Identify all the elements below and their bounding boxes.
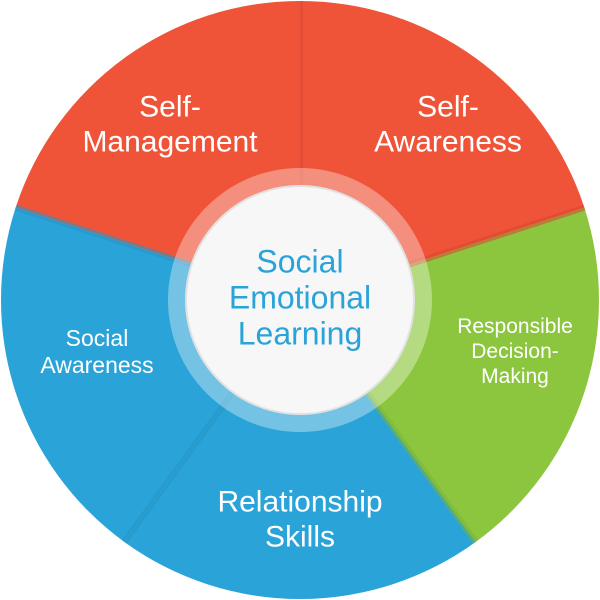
label-self-awareness: Self- Awareness	[374, 90, 522, 161]
label-line: Decision-	[471, 339, 559, 363]
label-social-awareness: Social Awareness	[40, 325, 153, 379]
center-title: Social Emotional Learning	[228, 243, 372, 351]
segment-relationship-skills	[124, 300, 476, 599]
label-self-management: Self- Management	[82, 90, 257, 161]
label-line: Skills	[264, 521, 336, 554]
label-line: Relationship	[217, 485, 383, 519]
label-line: Social	[65, 324, 129, 351]
label-line: Responsible	[457, 314, 573, 338]
center-line: Emotional	[228, 279, 372, 316]
center-line: Social	[256, 243, 344, 280]
label-line: Awareness	[374, 126, 522, 159]
label-line: Making	[481, 364, 549, 388]
label-relationship-skills: Relationship Skills	[217, 485, 382, 556]
label-line: Self-	[417, 90, 479, 124]
label-responsible-decision-making: Responsible Decision- Making	[457, 315, 573, 389]
label-line: Self-	[139, 90, 201, 124]
label-line: Management	[82, 126, 258, 159]
center-line: Learning	[237, 314, 363, 351]
label-line: Awareness	[40, 352, 154, 378]
center-circle	[185, 185, 415, 415]
